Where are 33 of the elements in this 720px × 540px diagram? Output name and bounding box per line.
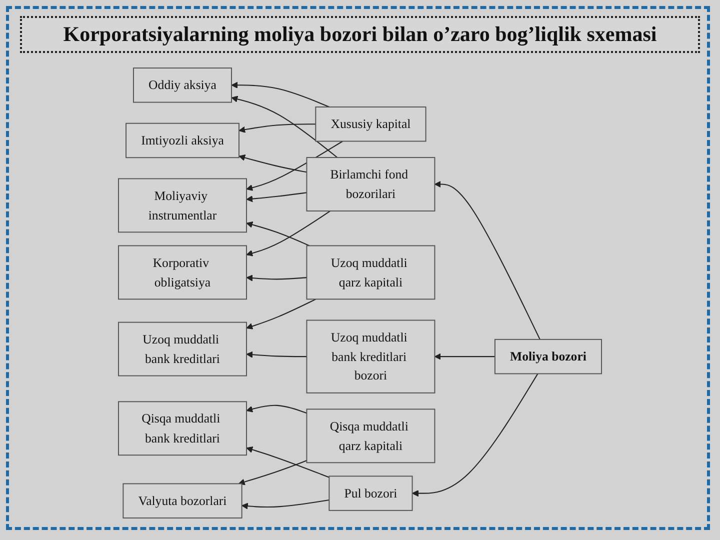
node-box: Uzoq muddatli bank kreditlari [118,322,247,376]
node-box: Korporativ obligatsiya [118,245,247,300]
node-box: Qisqa muddatli bank kreditlari [118,401,247,456]
arrow [238,460,307,486]
arrow [434,180,540,340]
arrow [412,373,538,497]
node-box: Pul bozori [328,476,413,511]
arrow [238,124,316,133]
arrow [246,298,316,330]
node-box: Xususiy kapital [315,106,426,142]
arrow [246,210,331,256]
arrow [246,404,307,414]
arrow [231,82,330,108]
arrow [434,353,495,360]
node-box: Birlamchi fond bozorilari [306,157,436,212]
node-box: Imtiyozli aksiya [126,122,240,158]
arrow [246,140,343,191]
node-box: Valyuta bozorlari [122,483,242,518]
node-box: Uzoq muddatli bank kreditlari bozori [306,320,436,394]
arrow [246,351,307,358]
node-box: Oddiy aksiya [133,68,232,103]
node-box: Uzoq muddatli qarz kapitali [306,245,436,300]
arrow [246,446,330,478]
diagram-title: Korporatsiyalarning moliya bozori bilan o’zaro bog’liqlik sxemasi [20,16,700,53]
arrow [238,154,307,173]
node-box: Qisqa muddatli qarz kapitali [306,408,436,464]
arrow [246,222,310,246]
arrow [246,192,307,202]
arrow [246,274,307,282]
arrow [242,499,330,510]
node-box: Moliya bozori [494,338,602,374]
node-box: Moliyaviy instrumentlar [118,178,247,233]
arrow [231,96,338,158]
